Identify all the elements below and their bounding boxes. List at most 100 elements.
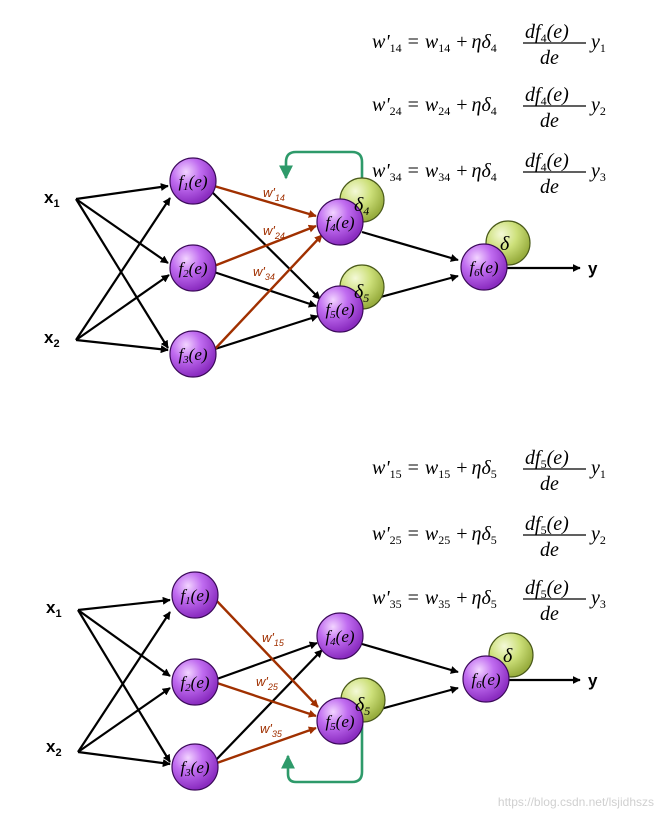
b-edge-f3-f5 [213,726,317,766]
formula-w15: w'15=w15+ηδ5 df5(e) de y1 [372,447,606,495]
b-node-f6 [462,655,510,703]
node-f2 [169,244,217,292]
formula-w34: w'34=w34+ηδ4 df4(e) de y3 [372,150,606,198]
svg-text:df4(e): df4(e) [525,21,569,45]
weight-label-24: w'24 [263,223,285,241]
node-f6 [460,243,508,291]
node-f4-label: f4(e) [325,213,354,234]
svg-text:df4(e): df4(e) [525,84,569,108]
bottom-input-edges [77,596,171,768]
svg-text:de: de [540,539,559,561]
edge-f1-f4 [213,184,317,218]
top-updated-edges [213,184,323,351]
b-node-f2-label: f2(e) [180,673,209,694]
formula-w14: w'14=w14+ηδ4 df4(e) de y1 [372,21,606,69]
svg-text:df5(e): df5(e) [525,577,569,601]
edge-f4-f6 [361,230,459,262]
delta-6-label: δ [500,233,510,255]
svg-text:w'15=w15+ηδ5: w'15=w15+ηδ5 [372,457,497,481]
top-feedback-arrow [279,150,364,198]
weight-label-25: w'25 [256,674,279,692]
weight-label-34: w'34 [253,264,275,282]
bottom-updated-edges [213,597,319,766]
b-edge-f3-f4 [213,649,323,763]
bottom-formulas: w'15=w15+ηδ5 df5(e) de y1 w'25=w25+ηδ5 d… [372,447,606,625]
edge-x1-f2 [75,198,169,264]
bottom-nodes [171,571,510,791]
node-f3-label: f3(e) [178,345,207,366]
node-f1 [169,157,217,205]
bottom-hidden-edges [213,641,581,763]
b-node-f3 [171,743,219,791]
svg-text:y2: y2 [589,523,606,547]
delta-5-label: δ5 [354,281,369,305]
b-edge-x1-f2 [77,609,171,677]
svg-text:de: de [540,473,559,495]
svg-text:df4(e): df4(e) [525,150,569,174]
b-edge-x1-f1 [77,596,171,612]
formula-w24: w'24=w24+ηδ4 df4(e) de y2 [372,84,606,132]
edge-f3-f5 [214,314,319,351]
b-edge-x1-f3 [77,609,171,763]
edge-x2-f2 [75,274,170,341]
b-edge-f1-f5 [213,597,319,708]
b-edge-f2-f5 [213,680,317,718]
b-input-x1-label: x1 [46,598,62,620]
top-input-edges [75,183,171,354]
input-x2-label: x2 [44,328,60,350]
edge-f2-f4 [213,224,317,268]
svg-text:de: de [540,47,559,69]
b-node-f2 [171,658,219,706]
svg-text:df5(e): df5(e) [525,513,569,537]
edge-x2-f1 [75,197,171,341]
top-network: f1(e) f2(e) f3(e) f4(e) f5(e) f6(e) δ4 δ… [44,150,598,378]
edge-f3-f4 [213,234,323,351]
b-input-x2-label: x2 [46,737,62,759]
bottom-network: f1(e) f2(e) f3(e) f4(e) f5(e) f6(e) δ5 δ… [46,571,598,791]
b-delta-5-label: δ5 [355,694,370,718]
node-f3 [169,330,217,378]
svg-text:de: de [540,176,559,198]
edge-f2-f5 [213,270,317,308]
svg-text:df5(e): df5(e) [525,447,569,471]
b-node-f5-label: f5(e) [325,712,354,733]
b-delta-6-label: δ [503,645,513,667]
edge-x1-f1 [75,183,169,201]
weight-label-35: w'35 [260,721,283,739]
b-node-f6-label: f6(e) [471,670,500,691]
node-f2-label: f2(e) [178,259,207,280]
svg-text:y2: y2 [589,94,606,118]
b-node-f1-label: f1(e) [180,586,209,607]
b-edge-x2-f3 [77,750,171,768]
node-f5 [316,285,364,333]
formula-w35: w'35=w35+ηδ5 df5(e) de y3 [372,577,606,625]
formula-w25: w'25=w25+ηδ5 df5(e) de y2 [372,513,606,561]
edge-x1-f3 [75,198,169,349]
b-node-f5 [316,697,364,745]
output-y-label: y [588,259,598,278]
svg-text:w'34=w34+ηδ4: w'34=w34+ηδ4 [372,160,497,184]
svg-text:y3: y3 [589,160,606,184]
b-edge-x2-f2 [77,687,171,753]
input-x1-label: x1 [44,188,60,210]
svg-text:y1: y1 [589,457,606,481]
svg-text:w'24=w24+ηδ4: w'24=w24+ηδ4 [372,94,497,118]
b-edge-x2-f1 [77,611,171,753]
node-f6-label: f6(e) [469,258,498,279]
b-node-f4 [316,612,364,660]
node-f4 [316,198,364,246]
node-f5-label: f5(e) [325,300,354,321]
svg-text:w'25=w25+ηδ5: w'25=w25+ηδ5 [372,523,497,547]
b-node-f3-label: f3(e) [180,758,209,779]
b-node-f4-label: f4(e) [325,627,354,648]
b-output-y-label: y [588,671,598,690]
b-edge-f2-f4 [213,641,318,682]
edge-x2-f3 [75,338,169,354]
b-node-f1 [171,571,219,619]
top-nodes [169,157,508,378]
svg-text:w'14=w14+ηδ4: w'14=w14+ηδ4 [372,31,497,55]
weight-label-14: w'14 [263,185,285,203]
svg-text:y1: y1 [589,31,606,55]
delta-4-label: δ4 [354,194,369,218]
